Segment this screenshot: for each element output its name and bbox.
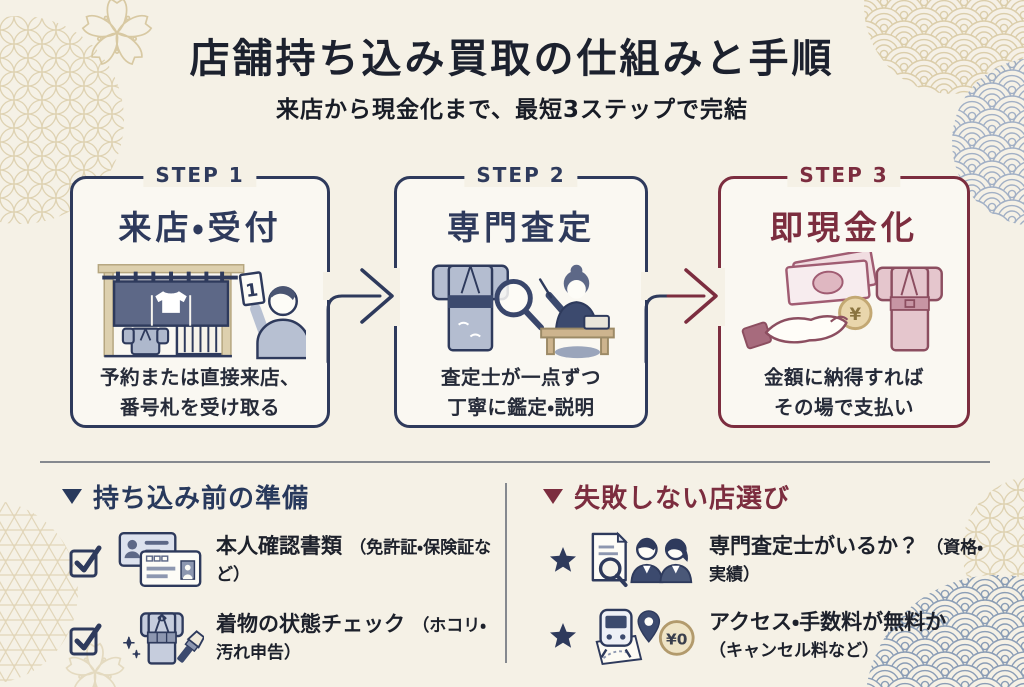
zero-fee-coin-label: ¥0: [666, 631, 687, 649]
step-1-description: 予約または直接来店、 番号札を受け取る: [99, 366, 300, 420]
step-card-2: STEP 2 専門査定: [394, 163, 648, 428]
ticket-number: 1: [244, 280, 259, 302]
star-icon: [549, 546, 577, 574]
step-2-description: 査定士が一点ずつ 丁寧に鑑定・説明: [440, 366, 601, 420]
kimono-appraisal-icon: [397, 251, 645, 363]
preparation-heading: 持ち込み前の準備: [62, 478, 494, 515]
choose-item-2-text: アクセス・手数料が無料か （キャンセル料など）: [709, 609, 947, 661]
checkbox-icon: [68, 620, 104, 656]
id-cards-icon: [116, 530, 204, 590]
horizontal-divider: [40, 461, 990, 463]
page-title: 店舗持ち込み買取の仕組みと手順: [189, 35, 835, 82]
page-subtitle: 来店から現金化まで、最短3ステップで完結: [275, 97, 749, 123]
step-3-title: 即現金化: [770, 208, 918, 247]
step-2-label: STEP 2: [464, 163, 578, 187]
star-icon: [549, 622, 577, 650]
step-1-title: 来店・受付: [118, 208, 282, 247]
train-map-pin-coin-icon: ¥0: [589, 605, 697, 667]
storefront-and-visitor-icon: 1: [73, 251, 327, 363]
certificate-appraisers-icon: [589, 530, 697, 590]
step-card-3: STEP 3 即現金化 ¥: [718, 163, 970, 428]
choose-item-1-text: 専門査定士がいるか？ （資格・実績）: [709, 533, 984, 585]
arrow-step2-to-step3-icon: [641, 268, 725, 364]
prep-item-id-documents: 本人確認書類 （免許証・保険証など）: [62, 530, 494, 590]
preparation-heading-text: 持ち込み前の準備: [93, 484, 310, 514]
prep-item-1-text: 本人確認書類 （免許証・保険証など）: [216, 533, 492, 585]
step-card-1: STEP 1 来店・受付: [70, 163, 330, 428]
prep-item-kimono-condition: 着物の状態チェック （ホコリ・汚れ申告）: [62, 605, 494, 671]
vertical-divider: [505, 483, 507, 663]
arrow-step1-to-step2-icon: [323, 268, 400, 364]
step-3-description: 金額に納得すれば その場で支払い: [763, 366, 924, 420]
kimono-condition-brush-icon: [116, 605, 204, 671]
triangle-down-icon: [543, 489, 563, 504]
triangle-down-icon: [62, 489, 82, 504]
prep-item-2-text: 着物の状態チェック （ホコリ・汚れ申告）: [216, 611, 487, 663]
shop-choice-section: 失敗しない店選び: [543, 478, 997, 667]
shop-choice-heading-text: 失敗しない店選び: [574, 484, 791, 514]
step-3-label: STEP 3: [787, 163, 901, 187]
shop-choice-heading: 失敗しない店選び: [543, 478, 997, 515]
yen-coin-symbol: ¥: [849, 305, 861, 324]
choose-item-appraiser: 専門査定士がいるか？ （資格・実績）: [543, 530, 997, 590]
step-2-title: 専門査定: [447, 208, 595, 247]
preparation-section: 持ち込み前の準備: [62, 478, 494, 671]
choose-item-access-fees: ¥0 アクセス・手数料が無料か （キャンセル料など）: [543, 605, 997, 667]
cash-payment-kimono-icon: ¥: [721, 251, 967, 363]
checkbox-icon: [68, 542, 104, 578]
step-1-label: STEP 1: [143, 163, 257, 187]
